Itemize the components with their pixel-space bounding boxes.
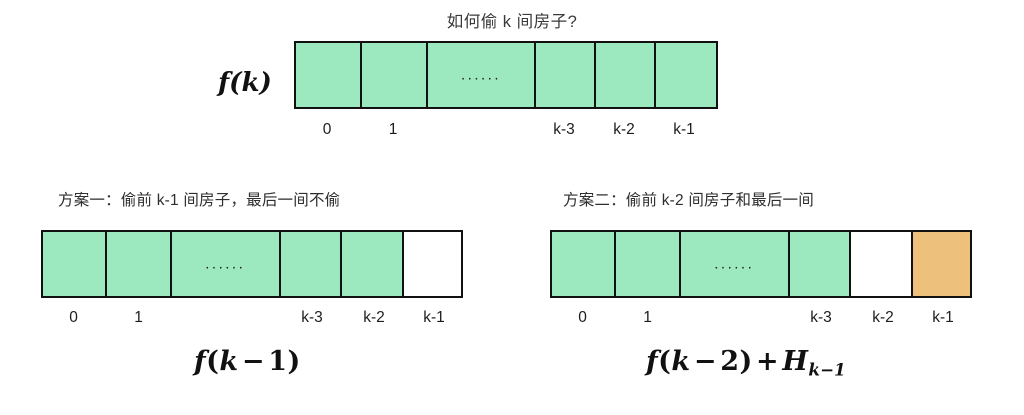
option-two-index-k-3: k-3 bbox=[810, 309, 832, 326]
option-two-formula: f(k−2)+Hk−1 bbox=[646, 346, 846, 379]
option-one-cell-ellipsis[interactable]: ...... bbox=[171, 232, 281, 296]
option-two-cell-ellipsis[interactable]: ...... bbox=[680, 232, 790, 296]
formula-number: 2 bbox=[720, 346, 740, 377]
option-one-index-k-3: k-3 bbox=[301, 309, 323, 326]
top-index-k-2: k-2 bbox=[613, 121, 635, 138]
formula-var: k bbox=[671, 346, 691, 377]
top-index-0: 0 bbox=[322, 121, 332, 138]
top-cell-k-3[interactable] bbox=[536, 43, 596, 107]
option-two-index-0: 0 bbox=[578, 309, 587, 326]
option-two-index-k-1: k-1 bbox=[932, 309, 954, 326]
formula-close-paren: ) bbox=[739, 346, 753, 377]
option-one-cell-k-3[interactable] bbox=[280, 232, 343, 296]
formula-open-paren: ( bbox=[206, 346, 220, 377]
option-one-cell-k-2[interactable] bbox=[342, 232, 404, 296]
formula-number: 1 bbox=[268, 346, 288, 377]
option-one-cell-k-1[interactable] bbox=[403, 232, 462, 296]
formula-minus: − bbox=[241, 346, 265, 377]
top-cell-k-1[interactable] bbox=[656, 43, 716, 107]
top-index-k-1: k-1 bbox=[673, 121, 695, 138]
option-two-cell-k-3[interactable] bbox=[789, 232, 852, 296]
option-one-index-k-1: k-1 bbox=[423, 309, 445, 326]
formula-f: f bbox=[646, 346, 659, 377]
option-two-cell-1[interactable] bbox=[616, 232, 681, 296]
option-two-cell-k-2[interactable] bbox=[851, 232, 913, 296]
option-one-cell-1[interactable] bbox=[107, 232, 172, 296]
option-one-index-0: 0 bbox=[69, 309, 78, 326]
option-one-index-labels: 0 1 k-3 k-2 k-1 bbox=[41, 310, 463, 326]
option-two-index-k-2: k-2 bbox=[872, 309, 894, 326]
top-index-labels: 0 1 k-3 k-2 k-1 bbox=[294, 122, 718, 138]
top-cell-k-2[interactable] bbox=[596, 43, 656, 107]
formula-minus: − bbox=[693, 346, 717, 377]
option-one-index-k-2: k-2 bbox=[363, 309, 385, 326]
formula-open-paren: ( bbox=[658, 346, 672, 377]
option-two-index-1: 1 bbox=[643, 309, 652, 326]
page-title: 如何偷 k 间房子? bbox=[446, 13, 578, 31]
option-two-house-strip: ...... bbox=[550, 230, 972, 298]
top-function-label: f(k) bbox=[218, 68, 272, 98]
top-cell-ellipsis[interactable]: ...... bbox=[428, 43, 536, 107]
formula-f: f bbox=[194, 346, 207, 377]
top-index-gap bbox=[426, 122, 534, 138]
top-index-1: 1 bbox=[388, 121, 398, 138]
formula-close-paren: ) bbox=[287, 346, 301, 377]
top-index-k-3: k-3 bbox=[553, 121, 575, 138]
option-one-cell-0[interactable] bbox=[43, 232, 108, 296]
top-house-strip: ...... bbox=[294, 41, 718, 109]
option-two-index-labels: 0 1 k-3 k-2 k-1 bbox=[550, 310, 972, 326]
option-two-index-gap bbox=[680, 310, 790, 326]
formula-h-subscript: k−1 bbox=[808, 359, 846, 380]
formula-var: k bbox=[219, 346, 239, 377]
ellipsis-text: ...... bbox=[714, 255, 755, 273]
formula-h: H bbox=[782, 346, 809, 377]
option-one-house-strip: ...... bbox=[41, 230, 463, 298]
top-cell-1[interactable] bbox=[362, 43, 428, 107]
option-one-index-1: 1 bbox=[134, 309, 143, 326]
option-one-index-gap bbox=[171, 310, 281, 326]
option-one-caption: 方案一：偷前 k-1 间房子，最后一间不偷 bbox=[58, 192, 341, 209]
top-cell-0[interactable] bbox=[296, 43, 362, 107]
ellipsis-text: ...... bbox=[460, 66, 501, 84]
formula-plus: + bbox=[756, 346, 780, 377]
option-one-formula: f(k−1) bbox=[194, 346, 301, 377]
option-two-cell-0[interactable] bbox=[552, 232, 617, 296]
option-two-caption: 方案二：偷前 k-2 间房子和最后一间 bbox=[563, 192, 814, 209]
ellipsis-text: ...... bbox=[205, 255, 246, 273]
option-two-cell-k-1[interactable] bbox=[912, 232, 971, 296]
